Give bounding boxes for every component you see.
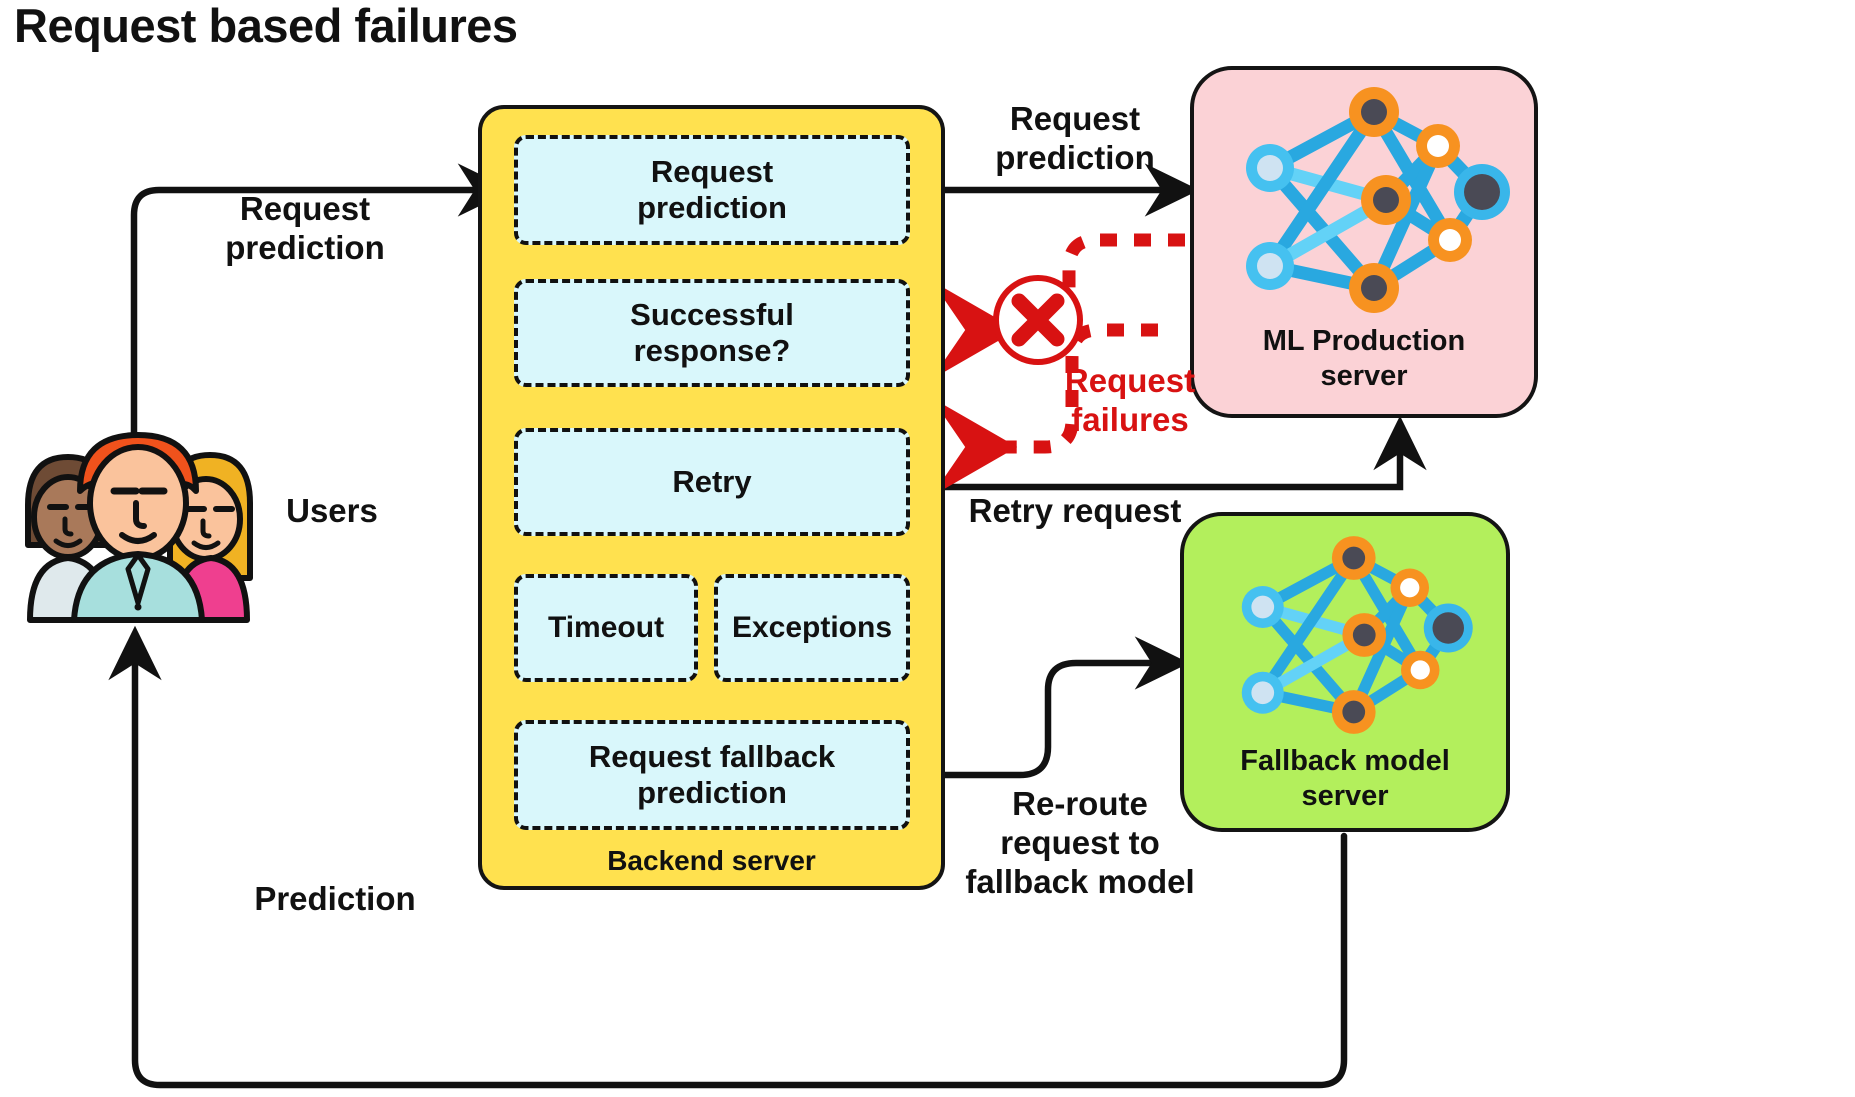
edge-label-prediction: Prediction: [254, 880, 416, 917]
edge-label-users-to-backend: Request prediction: [225, 190, 385, 266]
fallback-model-server-label: Fallback model server: [1240, 745, 1450, 812]
circle-x-icon: [993, 275, 1083, 365]
edge-label-request-failures: Request failures: [1064, 362, 1196, 438]
ml-production-server-label: ML Production server: [1262, 325, 1466, 392]
backend-server-label: Backend server: [607, 845, 816, 876]
fallback-model-server-card[interactable]: Fallback model server: [1180, 512, 1510, 832]
node-request-fallback-prediction[interactable]: Request fallback prediction: [514, 720, 910, 830]
edge-label-retry-request: Retry request: [968, 492, 1182, 529]
people-group-icon: [25, 432, 253, 623]
edge-label-reroute: Re-route request to fallback model: [965, 785, 1195, 900]
neural-network-icon: [1214, 80, 1514, 320]
neural-network-icon: [1205, 530, 1485, 740]
users-label: Users: [286, 492, 378, 529]
node-successful-response[interactable]: Successful response?: [514, 279, 910, 387]
ml-production-server-card[interactable]: ML Production server: [1190, 66, 1538, 418]
edge-label-backend-to-ml: Request prediction: [995, 100, 1155, 176]
page-title: Request based failures: [14, 0, 518, 52]
node-timeout[interactable]: Timeout: [514, 574, 698, 682]
node-request-prediction[interactable]: Request prediction: [514, 135, 910, 245]
node-exceptions[interactable]: Exceptions: [714, 574, 910, 682]
node-retry[interactable]: Retry: [514, 428, 910, 536]
